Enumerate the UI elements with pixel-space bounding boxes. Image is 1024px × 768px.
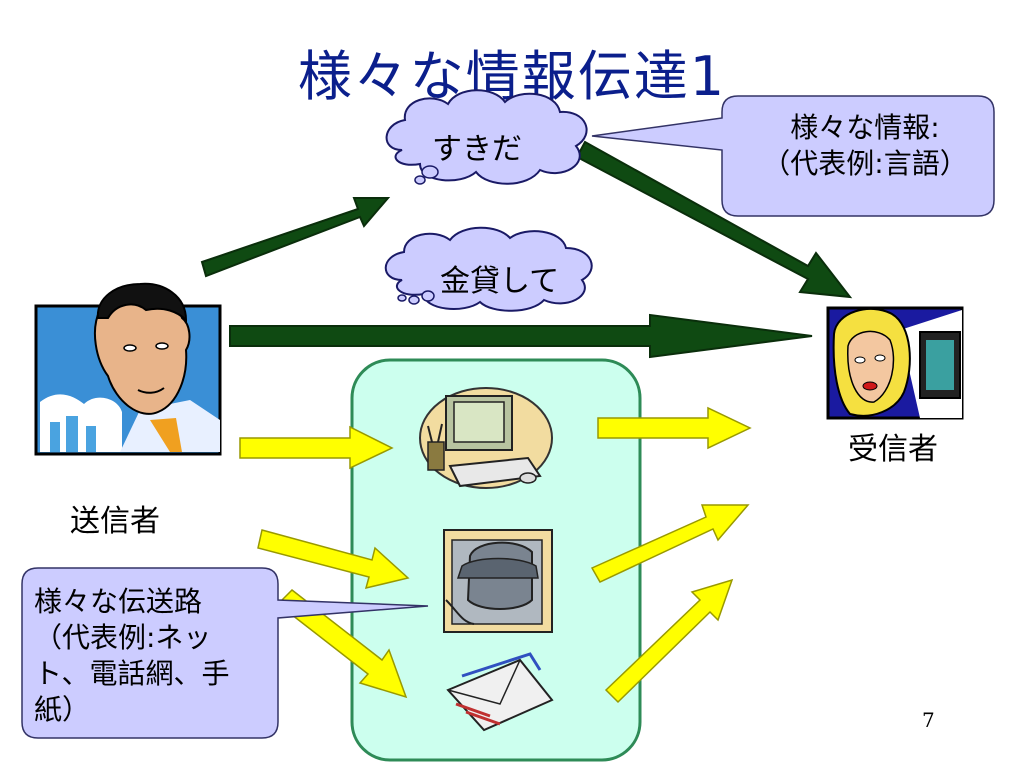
info-callout-text: 様々な情報: （代表例:言語） xyxy=(740,110,990,182)
yellow-arrow-to-telephone xyxy=(257,529,410,590)
channel-callout-line-2: （代表例:ネッ xyxy=(34,621,212,654)
info-callout-line-1: 様々な情報: xyxy=(790,111,940,144)
page-number: 7 xyxy=(922,708,935,732)
telephone-icon xyxy=(443,529,553,633)
dark-arrow-down xyxy=(575,140,853,299)
channel-callout-line-1: 様々な伝送路 xyxy=(34,585,203,618)
yellow-arrow-from-envelope xyxy=(604,578,734,704)
thought-cloud-2 xyxy=(384,226,593,312)
computer-icon xyxy=(419,387,553,489)
thought-cloud-1 xyxy=(385,89,588,185)
channel-callout-line-4: 紙） xyxy=(34,693,91,726)
yellow-arrow-from-computer xyxy=(597,406,752,450)
woman-portrait-icon xyxy=(826,306,964,420)
yellow-arrow-from-telephone xyxy=(590,504,750,583)
receiver-label: 受信者 xyxy=(848,432,938,467)
info-callout-line-2: （代表例:言語） xyxy=(762,147,968,180)
cloud-text-2: 金貸して xyxy=(440,264,560,299)
yellow-arrow-to-computer xyxy=(239,425,394,470)
cloud-text-1: すきだ xyxy=(432,132,522,167)
man-portrait-icon xyxy=(34,282,222,456)
channel-callout-line-3: ト、電話網、手 xyxy=(34,657,230,690)
sender-label: 送信者 xyxy=(70,504,160,539)
channel-callout-text: 様々な伝送路 （代表例:ネッ ト、電話網、手 紙） xyxy=(34,584,274,728)
envelope-icon xyxy=(446,652,554,732)
dark-arrow-up xyxy=(200,197,391,278)
info-callout xyxy=(591,95,995,217)
dark-arrow-straight xyxy=(229,313,813,359)
channel-callout xyxy=(21,567,429,739)
